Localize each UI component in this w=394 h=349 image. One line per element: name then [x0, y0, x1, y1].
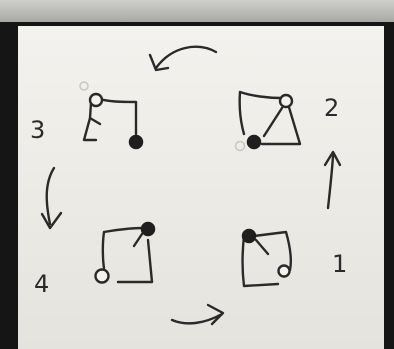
step-label-3: 3	[30, 116, 45, 144]
faint-circle	[80, 82, 88, 90]
open-circle	[280, 95, 292, 107]
figure-step-2	[236, 92, 301, 151]
faint-circle	[236, 142, 245, 151]
step-label-4: 4	[34, 270, 49, 298]
figure-step-1	[243, 230, 291, 287]
filled-circle	[142, 223, 155, 236]
filled-circle	[243, 230, 256, 243]
filled-circle	[248, 136, 261, 149]
arrow-top	[150, 47, 216, 70]
open-circle	[90, 94, 102, 106]
step-label-1: 1	[332, 250, 347, 278]
figure-step-4	[96, 223, 155, 283]
open-circle	[96, 270, 109, 283]
arrow-bottom	[172, 305, 223, 324]
arrow-left	[42, 168, 61, 228]
arrow-right	[325, 152, 340, 208]
figure-step-3	[80, 82, 143, 149]
step-label-2: 2	[324, 94, 339, 122]
filled-circle	[130, 136, 143, 149]
open-circle	[279, 266, 290, 277]
